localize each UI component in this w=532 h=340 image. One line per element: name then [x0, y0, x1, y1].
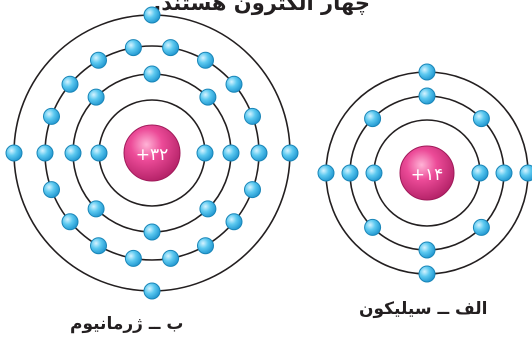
silicon-electron-shell3 — [318, 165, 334, 181]
silicon-caption: الف ــ سیلیکون — [359, 299, 488, 319]
germanium-nucleus-label: +۳۲ — [136, 145, 169, 165]
germanium-electron-shell2 — [223, 145, 239, 161]
silicon-electron-shell1 — [366, 165, 382, 181]
silicon-electron-shell3 — [419, 64, 435, 80]
germanium-electron-shell1 — [197, 145, 213, 161]
silicon-electron-shell2 — [365, 111, 381, 127]
silicon-electron-shell2 — [473, 219, 489, 235]
silicon-electron-shell1 — [472, 165, 488, 181]
germanium-electron-shell3 — [198, 52, 214, 68]
silicon-electron-shell2 — [473, 111, 489, 127]
germanium-electron-shell3 — [44, 108, 60, 124]
germanium-electron-shell2 — [65, 145, 81, 161]
germanium-caption: ب ــ ژرمانیوم — [70, 314, 183, 334]
germanium-electron-shell3 — [163, 40, 179, 56]
germanium-electron-shell3 — [44, 182, 60, 198]
germanium-electron-shell3 — [91, 238, 107, 254]
silicon-electron-shell2 — [365, 219, 381, 235]
germanium-electron-shell3 — [37, 145, 53, 161]
silicon-electron-shell2 — [342, 165, 358, 181]
germanium-electron-shell3 — [245, 182, 261, 198]
germanium-electron-shell3 — [125, 250, 141, 266]
germanium-electron-shell4 — [144, 283, 160, 299]
germanium-electron-shell2 — [88, 201, 104, 217]
germanium-electron-shell3 — [125, 40, 141, 56]
germanium-electron-shell2 — [144, 66, 160, 82]
germanium-electron-shell3 — [198, 238, 214, 254]
germanium-electron-shell3 — [226, 214, 242, 230]
germanium-electron-shell1 — [91, 145, 107, 161]
germanium-electron-shell3 — [62, 76, 78, 92]
silicon-electron-shell3 — [520, 165, 532, 181]
germanium-electron-shell4 — [6, 145, 22, 161]
silicon-electron-shell2 — [419, 242, 435, 258]
germanium-electron-shell3 — [163, 250, 179, 266]
silicon-atom: +۱۴ — [318, 64, 532, 282]
germanium-electron-shell2 — [88, 89, 104, 105]
germanium-electron-shell2 — [144, 224, 160, 240]
silicon-nucleus-label: +۱۴ — [411, 165, 444, 185]
germanium-electron-shell2 — [200, 201, 216, 217]
germanium-electron-shell2 — [200, 89, 216, 105]
germanium-electron-shell3 — [91, 52, 107, 68]
germanium-electron-shell3 — [245, 108, 261, 124]
germanium-electron-shell4 — [144, 7, 160, 23]
germanium-atom: +۳۲ — [6, 7, 298, 299]
germanium-electron-shell4 — [282, 145, 298, 161]
silicon-electron-shell2 — [419, 88, 435, 104]
germanium-electron-shell3 — [226, 76, 242, 92]
germanium-electron-shell3 — [62, 214, 78, 230]
silicon-electron-shell3 — [419, 266, 435, 282]
germanium-electron-shell3 — [251, 145, 267, 161]
silicon-electron-shell2 — [496, 165, 512, 181]
